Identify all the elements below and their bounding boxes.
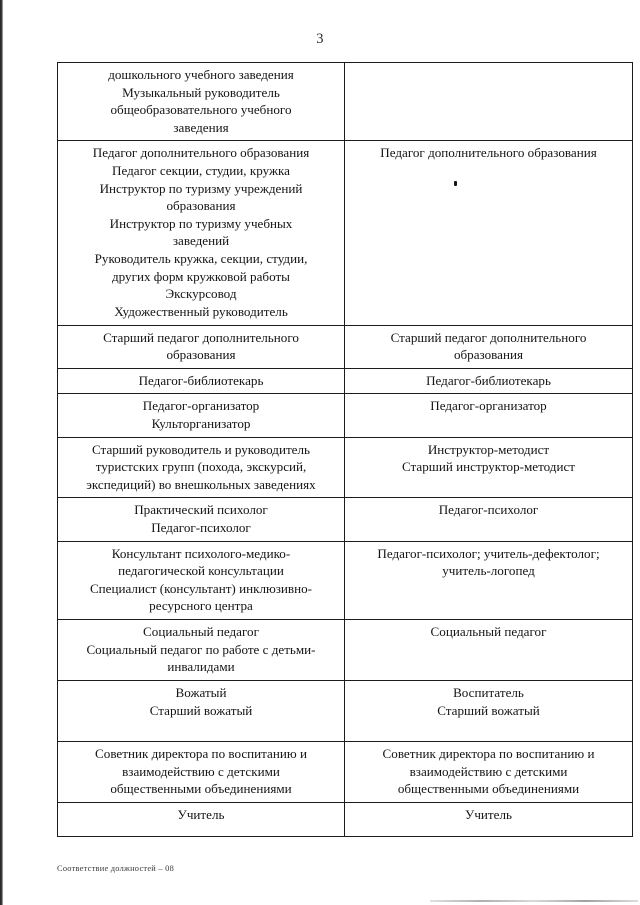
cell-line: взаимодействию с детскими — [122, 763, 280, 779]
cell-line: Педагог секции, студии, кружка — [112, 163, 290, 179]
cell-line: Старший педагог дополнительного — [390, 329, 587, 345]
cell-left: Практический психолог Педагог-психолог — [57, 497, 345, 542]
cell-line: дошкольного учебного заведения — [108, 67, 294, 82]
scan-edge-bottom — [430, 900, 638, 902]
cell-line: Педагог-психолог; учитель-дефектолог; — [377, 545, 600, 561]
cell-line: педагогической консультации — [118, 563, 284, 579]
table-row: Педагог-библиотекарь Педагог-библиотекар… — [57, 367, 633, 395]
table-row: Учитель Учитель — [57, 801, 633, 837]
cell-line: Руководитель кружка, секции, студии, — [94, 251, 308, 267]
table-row: Вожатый Старший вожатый Воспитатель Стар… — [57, 679, 633, 743]
cell-right: Воспитатель Старший вожатый — [344, 679, 633, 743]
cell-right: Инструктор-методист Старший инструктор-м… — [344, 436, 633, 499]
table-row: дошкольного учебного заведения Музыкальн… — [57, 61, 633, 142]
cell-left: дошкольного учебного заведения Музыкальн… — [57, 61, 345, 142]
cell-line: Вожатый — [175, 684, 227, 700]
cell-line: общеобразовательного учебного — [110, 102, 292, 118]
cell-line: Культорганизатор — [151, 415, 251, 431]
cell-line: Социальный педагог по работе с детьми- — [86, 641, 316, 657]
cell-line: общественными объединениями — [397, 781, 580, 797]
cell-right: Педагог-психолог — [344, 497, 633, 542]
cell-right: Советник директора по воспитанию и взаим… — [344, 741, 633, 803]
footer-note: Соответствие должностей – 08 — [57, 864, 175, 873]
cell-line: Старший инструктор-методист — [401, 459, 575, 475]
cell-line: инвалидами — [167, 659, 235, 675]
scan-edge-left — [0, 0, 3, 905]
cell-line: Специалист (консультант) инклюзивно- — [89, 580, 313, 596]
cell-left: Старший руководитель и руководитель тури… — [57, 436, 345, 499]
cell-line: Музыкальный руководитель — [122, 84, 280, 100]
cell-right: Педагог-библиотекарь — [344, 367, 633, 395]
cell-line: экспедиций) во внешкольных заведениях — [86, 476, 316, 492]
cell-line: Воспитатель — [453, 684, 524, 700]
cell-line: заведения — [173, 119, 229, 135]
cell-line: Экскурсовод — [165, 286, 237, 302]
cell-line: Педагог-библиотекарь — [138, 372, 264, 388]
cell-line: образования — [166, 347, 236, 363]
cell-line: Инструктор по туризму учреждений — [99, 180, 303, 196]
cell-line: заведений — [172, 233, 230, 249]
cell-right: Старший педагог дополнительного образова… — [344, 324, 633, 369]
positions-correspondence-table: дошкольного учебного заведения Музыкальн… — [57, 61, 633, 837]
cell-line: взаимодействию с детскими — [409, 763, 568, 779]
cell-line: Педагог-организатор — [430, 398, 547, 414]
cell-left: Консультант психолого-медико- педагогиче… — [57, 540, 345, 621]
cell-line: образования — [166, 198, 236, 214]
cell-line: Педагог-психолог — [151, 520, 251, 536]
cell-line: Социальный педагог — [430, 624, 547, 640]
table-row: Старший педагог дополнительного образова… — [57, 324, 633, 369]
cell-line: Консультант психолого-медико- — [111, 545, 291, 561]
cell-left: Учитель — [57, 801, 345, 837]
page-number: 3 — [316, 31, 324, 47]
table-row: Консультант психолого-медико- педагогиче… — [57, 540, 633, 621]
cell-left: Педагог дополнительного образования Педа… — [57, 140, 345, 326]
table-body: дошкольного учебного заведения Музыкальн… — [57, 61, 633, 837]
cell-left: Педагог-библиотекарь — [57, 367, 345, 395]
cell-left: Советник директора по воспитанию и взаим… — [57, 741, 345, 803]
cell-line: Инструктор по туризму учебных — [109, 215, 293, 231]
table-row: Советник директора по воспитанию и взаим… — [57, 741, 633, 803]
cell-line: туристских групп (похода, экскурсий, — [95, 459, 307, 475]
cell-line: Педагог дополнительного образования — [92, 145, 310, 161]
table-row: Педагог-организатор Культорганизатор Пед… — [57, 393, 633, 438]
table-row: Социальный педагог Социальный педагог по… — [57, 619, 633, 681]
cell-line: Педагог-психолог — [438, 502, 539, 518]
cell-line: Инструктор-методист — [427, 441, 550, 457]
table-row: Практический психолог Педагог-психолог П… — [57, 497, 633, 542]
cell-line: Старший руководитель и руководитель — [92, 441, 310, 457]
cell-line: Советник директора по воспитанию и — [95, 746, 307, 762]
table-row: Старший руководитель и руководитель тури… — [57, 436, 633, 499]
cell-left: Педагог-организатор Культорганизатор — [57, 393, 345, 438]
cell-line: Советник директора по воспитанию и — [382, 746, 595, 762]
table-row: Педагог дополнительного образования Педа… — [57, 140, 633, 326]
cell-line: общественными объединениями — [110, 781, 292, 797]
cell-right: Педагог дополнительного образования — [344, 140, 633, 326]
cell-right: Учитель — [344, 801, 633, 837]
cell-line: ресурсного центра — [149, 598, 253, 614]
cell-line: Старший вожатый — [437, 702, 540, 718]
cell-right: Педагог-психолог; учитель-дефектолог; уч… — [344, 540, 633, 621]
cell-line: Педагог дополнительного образования — [380, 145, 597, 161]
cell-line: Учитель — [177, 806, 225, 822]
cell-line: образования — [453, 347, 524, 363]
cell-right: Педагог-организатор — [344, 393, 633, 438]
cell-line: Социальный педагог — [143, 624, 259, 640]
cell-line: Педагог-библиотекарь — [426, 372, 551, 388]
cell-line: Практический психолог — [134, 502, 268, 518]
cell-line: Старший вожатый — [149, 702, 253, 718]
cell-left: Социальный педагог Социальный педагог по… — [57, 619, 345, 681]
cell-left: Старший педагог дополнительного образова… — [57, 324, 345, 369]
cell-line: Учитель — [465, 806, 512, 822]
cell-right — [344, 61, 633, 142]
cell-line: учитель-логопед — [442, 563, 535, 579]
cell-left: Вожатый Старший вожатый — [57, 679, 345, 743]
scan-speck-artifact — [454, 181, 457, 186]
cell-line: Художественный руководитель — [114, 303, 288, 319]
cell-line: других форм кружковой работы — [112, 268, 290, 284]
cell-line: Педагог-организатор — [142, 398, 260, 414]
cell-line: Старший педагог дополнительного — [103, 329, 299, 345]
cell-right: Социальный педагог — [344, 619, 633, 681]
